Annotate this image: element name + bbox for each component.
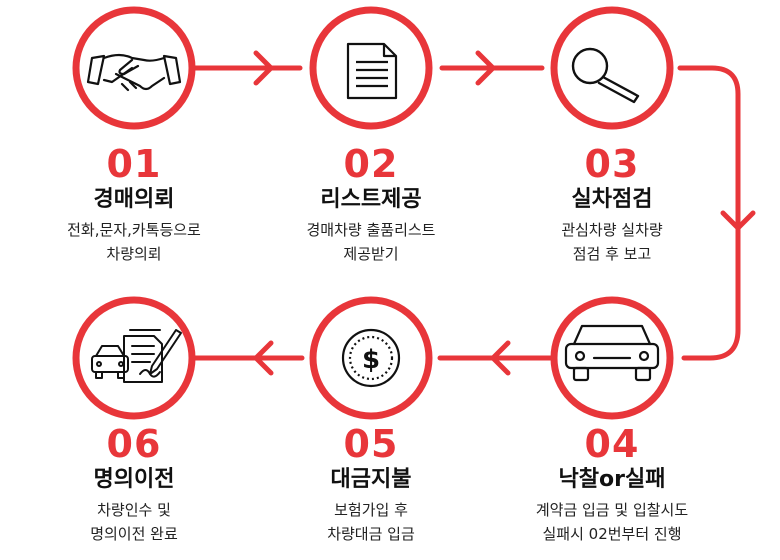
handshake-icon <box>86 53 182 92</box>
connectors <box>187 50 756 376</box>
step-description-line: 실패시 02번부터 진행 <box>542 525 682 543</box>
step-description-line: 명의이전 완료 <box>90 525 178 543</box>
step-02: 02 리스트제공 경매차량 출품리스트 제공받기 <box>251 144 491 266</box>
step-description-line: 차량대금 입금 <box>327 525 415 543</box>
step-05-circle <box>309 296 433 420</box>
step-description: 관심차량 실차량 점검 후 보고 <box>492 218 732 266</box>
step-title: 리스트제공 <box>320 187 422 212</box>
arrowhead-03 <box>475 50 496 86</box>
step-description: 계약금 입금 및 입찰시도 실패시 02번부터 진행 <box>492 498 732 546</box>
coin-icon: $ <box>341 328 401 388</box>
step-description-line: 제공받기 <box>343 245 399 263</box>
step-01: 01 경매의뢰 전화,문자,카톡등으로 차량의뢰 <box>14 144 254 266</box>
arrowhead-down <box>720 210 756 231</box>
step-description-line: 전화,문자,카톡등으로 <box>67 221 201 239</box>
step-description: 보험가입 후 차량대금 입금 <box>251 498 491 546</box>
step-description-line: 계약금 입금 및 입찰시도 <box>535 501 689 519</box>
magnifier-icon <box>571 47 640 104</box>
step-number: 03 <box>584 142 640 186</box>
step-06: 06 명의이전 차량인수 및 명의이전 완료 <box>14 424 254 546</box>
step-description-line: 보험가입 후 <box>334 501 408 519</box>
step-title: 경매의뢰 <box>93 187 175 212</box>
step-title: 낙찰or실패 <box>558 467 666 492</box>
step-description: 전화,문자,카톡등으로 차량의뢰 <box>14 218 254 266</box>
step-number: 01 <box>106 142 162 186</box>
document-icon <box>346 42 398 100</box>
step-number: 04 <box>584 422 640 466</box>
step-description-line: 차량의뢰 <box>106 245 162 263</box>
step-description-line: 관심차량 실차량 <box>561 221 663 239</box>
step-description-line: 차량인수 및 <box>97 501 171 519</box>
step-04: 04 낙찰or실패 계약금 입금 및 입찰시도 실패시 02번부터 진행 <box>492 424 732 546</box>
step-description: 경매차량 출품리스트 제공받기 <box>251 218 491 266</box>
car-paperwork-icon <box>91 329 182 383</box>
step-title: 실차점검 <box>571 187 653 212</box>
step-number: 06 <box>106 422 162 466</box>
arrowhead-06 <box>253 340 274 376</box>
step-number: 02 <box>343 142 399 186</box>
connector-03-04 <box>677 65 741 361</box>
step-title: 대금지불 <box>330 467 412 492</box>
step-06-circle <box>72 296 196 420</box>
svg-text:$: $ <box>362 345 380 375</box>
step-description-line: 점검 후 보고 <box>572 245 652 263</box>
step-title: 명의이전 <box>93 467 175 492</box>
step-description-line: 경매차량 출품리스트 <box>306 221 436 239</box>
car-icon <box>564 324 660 382</box>
arrowhead-02 <box>253 50 274 86</box>
step-02-circle <box>309 6 433 130</box>
arrowhead-05 <box>490 340 511 376</box>
step-03-circle <box>550 6 674 130</box>
step-number: 05 <box>343 422 399 466</box>
step-03: 03 실차점검 관심차량 실차량 점검 후 보고 <box>492 144 732 266</box>
step-description: 차량인수 및 명의이전 완료 <box>14 498 254 546</box>
step-05: 05 대금지불 보험가입 후 차량대금 입금 <box>251 424 491 546</box>
